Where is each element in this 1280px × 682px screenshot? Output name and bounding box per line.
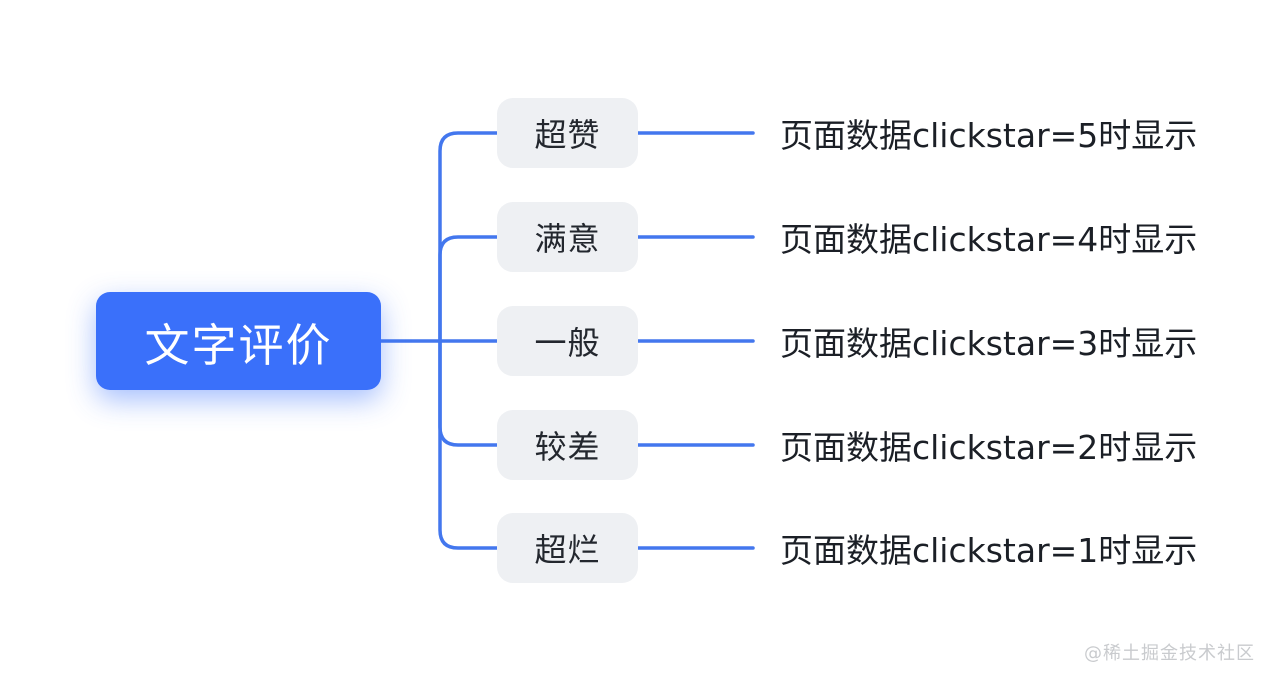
connector-root-to-branch-4 (438, 339, 499, 447)
branch-node-2-label: 满意 (534, 220, 601, 258)
branch-node-3-label: 一般 (534, 324, 601, 362)
connector-root-to-branch-5 (438, 339, 499, 550)
branch-note-5: 页面数据clickstar=1时显示 (780, 531, 1198, 570)
branch-node-1: 超赞 (497, 98, 638, 168)
branch-node-3: 一般 (497, 306, 638, 376)
branch-node-5: 超烂 (497, 513, 638, 583)
branch-node-1-label: 超赞 (534, 116, 601, 154)
root-node-label: 文字评价 (144, 318, 333, 372)
branch-note-1: 页面数据clickstar=5时显示 (780, 116, 1198, 155)
connector-root-to-branch-1 (438, 131, 499, 343)
branch-node-2: 满意 (497, 202, 638, 272)
watermark: @稀土掘金技术社区 (1084, 643, 1255, 664)
branch-node-4-label: 较差 (534, 428, 601, 466)
branch-note-4: 页面数据clickstar=2时显示 (780, 428, 1198, 467)
branch-note-2: 页面数据clickstar=4时显示 (780, 220, 1198, 259)
branch-node-5-label: 超烂 (534, 531, 601, 569)
branch-note-3: 页面数据clickstar=3时显示 (780, 324, 1198, 363)
root-node: 文字评价 (96, 292, 381, 390)
connector-root-to-branch-2 (438, 235, 499, 343)
branch-node-4: 较差 (497, 410, 638, 480)
